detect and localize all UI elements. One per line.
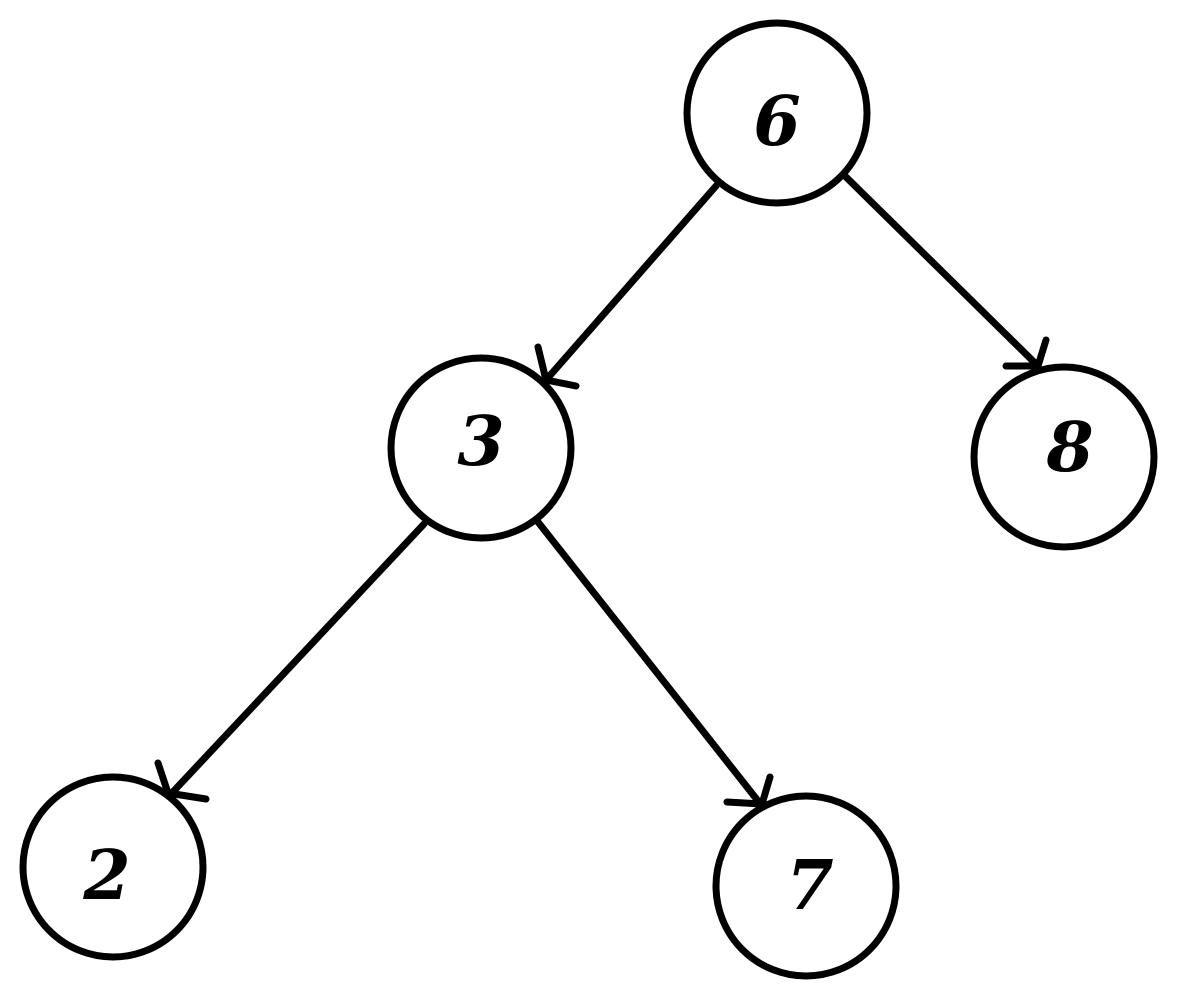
edge-3-to-2 xyxy=(154,520,428,803)
edge-6-to-8 xyxy=(842,173,1050,370)
tree-node-7: 7 xyxy=(712,792,900,980)
tree-node-2: 2 xyxy=(19,773,207,961)
edge-3-to-7 xyxy=(534,518,774,810)
node-label-2: 2 xyxy=(82,836,130,916)
tree-node-3: 3 xyxy=(387,354,575,542)
node-label-7: 7 xyxy=(786,846,833,926)
node-label-8: 8 xyxy=(1045,408,1093,488)
edge-6-to-3 xyxy=(534,182,720,390)
tree-node-6: 6 xyxy=(683,19,871,207)
node-label-3: 3 xyxy=(457,402,504,482)
node-label-6: 6 xyxy=(753,82,800,162)
tree-node-8: 8 xyxy=(970,363,1158,551)
